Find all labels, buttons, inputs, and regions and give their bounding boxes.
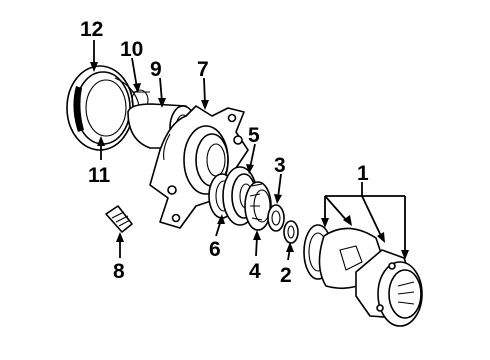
callout-10: 10 (120, 38, 143, 61)
wheel-stud-part (105, 205, 133, 233)
callout-11: 11 (88, 164, 111, 187)
leader-lines (90, 40, 409, 261)
snap-ring-part (283, 220, 299, 244)
callout-labels: 12 10 9 7 11 5 3 1 6 4 2 8 (80, 18, 369, 287)
locking-hub-part (303, 224, 423, 327)
callout-5: 5 (248, 124, 260, 147)
callout-12: 12 (80, 18, 103, 41)
callout-2: 2 (280, 264, 292, 287)
callout-1: 1 (357, 162, 369, 185)
callout-7: 7 (197, 58, 209, 81)
bearing-cone-part (244, 181, 272, 231)
callout-3: 3 (274, 154, 286, 177)
washer-part (267, 204, 285, 232)
callout-8: 8 (113, 260, 125, 283)
callout-4: 4 (249, 260, 261, 283)
callout-6: 6 (209, 238, 221, 261)
callout-9: 9 (150, 58, 162, 81)
seal-ring-part (66, 65, 141, 151)
